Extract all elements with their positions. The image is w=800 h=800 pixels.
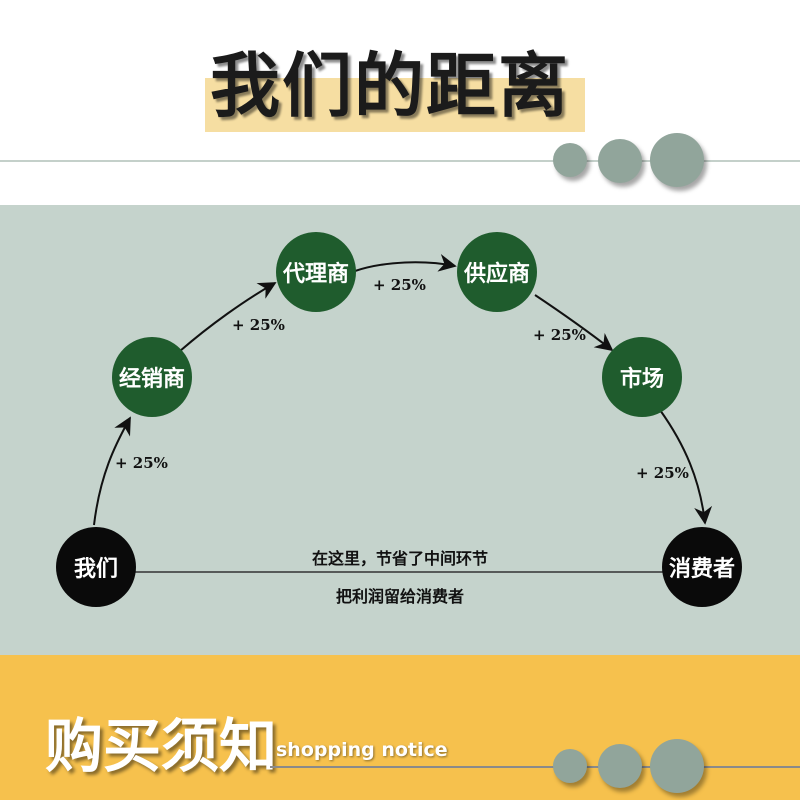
header-divider	[0, 160, 800, 162]
arrow-n1-to-n2	[179, 282, 277, 352]
savings-note-line2: 把利润留给消费者	[335, 587, 464, 606]
diagram-connectors	[93, 254, 713, 573]
supply-chain-diagram: 我们 经销商 代理商 供应商 市场 消费者 + 25% + 25% + 25% …	[0, 205, 800, 655]
node-start: 我们	[56, 527, 136, 607]
markup-label-3: + 25%	[373, 276, 426, 294]
decor-dot-medium	[598, 744, 642, 788]
footer-title: 购买须知	[45, 712, 278, 780]
decor-dot-medium	[598, 139, 642, 183]
markup-label-1: + 25%	[115, 454, 168, 472]
markup-label-5: + 25%	[636, 464, 689, 482]
footer-subtitle: shopping notice	[276, 739, 448, 761]
decor-dot-small	[553, 749, 587, 783]
node-market: 市场	[602, 337, 682, 417]
page-title: 我们的距离	[210, 45, 570, 127]
header: 我们的距离	[0, 0, 800, 205]
arrow-n2-to-n3	[354, 254, 457, 272]
title-highlight	[205, 78, 585, 132]
node-dealer: 经销商	[112, 337, 192, 417]
footer: 购买须知 shopping notice	[0, 655, 800, 800]
decor-dot-large	[650, 739, 704, 793]
markup-label-2: + 25%	[232, 316, 285, 334]
node-consumer: 消费者	[662, 527, 742, 607]
savings-note-line1: 在这里，节省了中间环节	[311, 549, 488, 568]
footer-divider	[270, 766, 800, 768]
node-supplier: 供应商	[457, 232, 537, 312]
arrow-start-to-n1	[93, 416, 131, 526]
node-agent: 代理商	[276, 232, 356, 312]
decor-dot-large	[650, 133, 704, 187]
decor-dot-small	[553, 143, 587, 177]
markup-label-4: + 25%	[533, 326, 586, 344]
arrow-n4-to-end	[659, 409, 713, 525]
arrow-n3-to-n4	[534, 294, 614, 352]
